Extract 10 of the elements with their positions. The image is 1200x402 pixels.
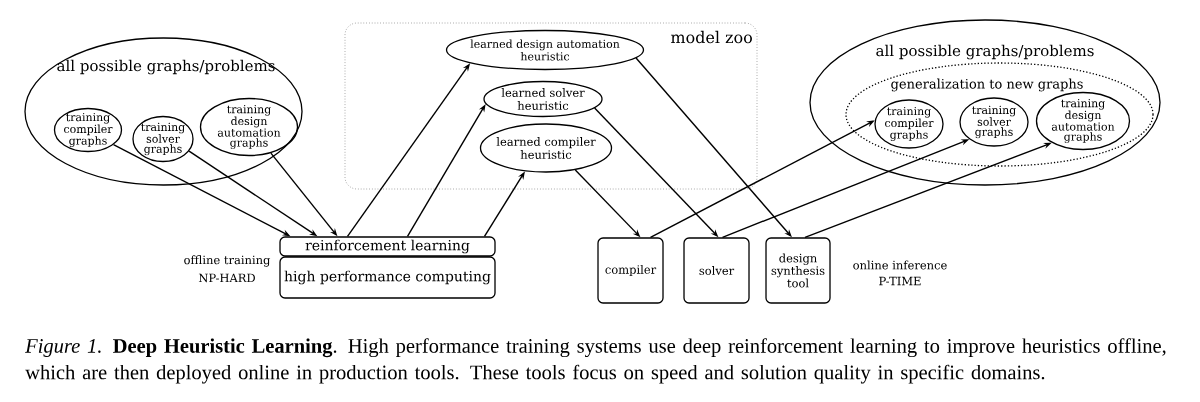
annotation: NP-HARD [198,273,255,283]
tool-box: compiler [597,237,664,304]
caption: Figure 1. Deep Heuristic Learning. High performance training systems use deep reinforcement learning to improve heuristics offline, which are then deployed online in production tools. These tools focus on speed and solution quality in specific domains. [25,338,1166,384]
annotation: offline training [184,255,271,267]
process-box: high performance computing [279,256,496,299]
process-box: reinforcement learning [279,236,496,257]
tool-box: design synthesis tool [765,237,831,304]
annotation: P-TIME [879,276,921,286]
annotation: online inference [853,260,947,270]
tool-box: solver [683,237,750,304]
